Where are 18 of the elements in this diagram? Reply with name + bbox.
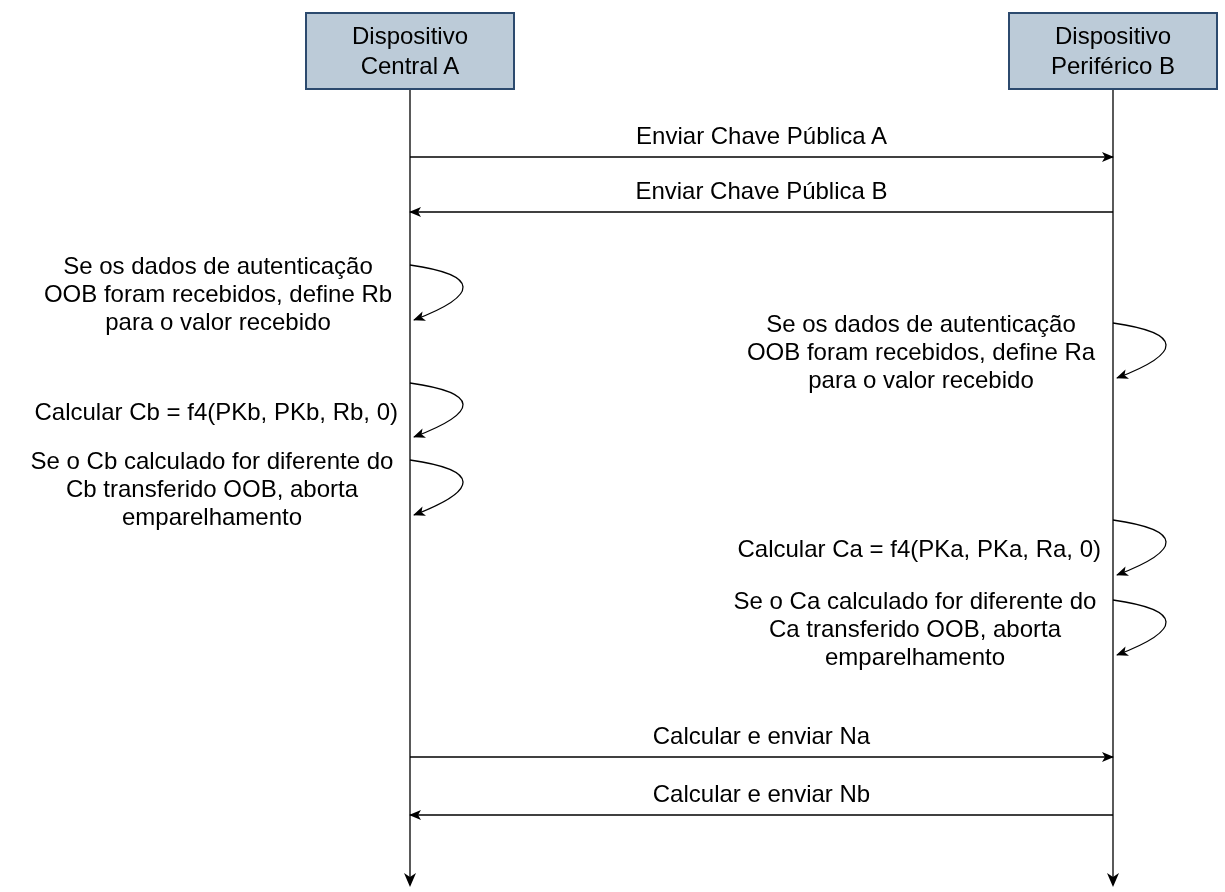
- self-arrow: [1112, 519, 1167, 576]
- step-note: Calcular Ca = f4(PKa, PKa, Ra, 0): [736, 535, 1101, 563]
- step-note: Se o Cb calculado for diferente do Cb transferido OOB, aborta emparelhamento: [29, 447, 395, 531]
- self-arrow: [1112, 322, 1167, 379]
- message-arrow: [409, 207, 1114, 217]
- participant-box: Dispositivo Central A: [305, 12, 515, 90]
- step-note: Se os dados de autenticação OOB foram recebidos, define Rb para o valor recebido: [42, 252, 394, 336]
- step-note: Calcular Cb = f4(PKb, PKb, Rb, 0): [33, 398, 398, 426]
- step-note: Se o Ca calculado for diferente do Ca transferido OOB, aborta emparelhamento: [732, 587, 1098, 671]
- message-arrow: [409, 810, 1114, 820]
- self-arrow: [1112, 599, 1167, 656]
- message-arrow: [409, 152, 1114, 162]
- participant-box: Dispositivo Periférico B: [1008, 12, 1218, 90]
- step-note: Se os dados de autenticação OOB foram recebidos, define Ra para o valor recebido: [745, 310, 1097, 394]
- self-arrow: [409, 264, 464, 321]
- self-arrow: [409, 382, 464, 438]
- message-arrow: [409, 752, 1114, 762]
- self-arrow: [409, 459, 464, 516]
